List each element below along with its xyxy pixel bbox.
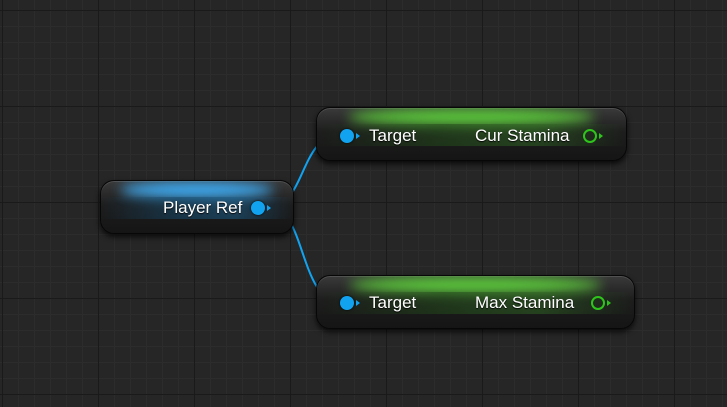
max-stamina-target-arrow-icon	[356, 300, 360, 306]
player-ref-variable-node[interactable]: Player Ref	[100, 180, 294, 234]
max-stamina-output-label: Max Stamina	[475, 293, 575, 312]
node-header-band	[317, 292, 634, 314]
max-stamina-target-input-pin[interactable]	[340, 296, 354, 310]
player-ref-output-label: Player Ref	[163, 198, 243, 217]
node-header-band	[317, 124, 626, 146]
node-header-glow	[120, 181, 274, 199]
cur-stamina-output-pin[interactable]	[583, 129, 597, 143]
node-header-glow	[348, 276, 603, 294]
max-stamina-output-arrow-icon	[607, 300, 611, 306]
player-ref-output-arrow-icon	[267, 205, 271, 211]
cur-stamina-output-label: Cur Stamina	[475, 126, 570, 145]
max-stamina-target-label: Target	[369, 293, 417, 312]
get-cur-stamina-node[interactable]: Target Cur Stamina	[316, 107, 627, 161]
cur-stamina-target-input-pin[interactable]	[340, 129, 354, 143]
player-ref-output-pin[interactable]	[251, 201, 265, 215]
max-stamina-output-pin[interactable]	[591, 296, 605, 310]
cur-stamina-output-arrow-icon	[599, 133, 603, 139]
node-header-glow	[347, 108, 596, 126]
node-header-band	[101, 197, 293, 219]
cur-stamina-target-arrow-icon	[356, 133, 360, 139]
cur-stamina-target-label: Target	[369, 126, 417, 145]
get-max-stamina-node[interactable]: Target Max Stamina	[316, 275, 635, 329]
